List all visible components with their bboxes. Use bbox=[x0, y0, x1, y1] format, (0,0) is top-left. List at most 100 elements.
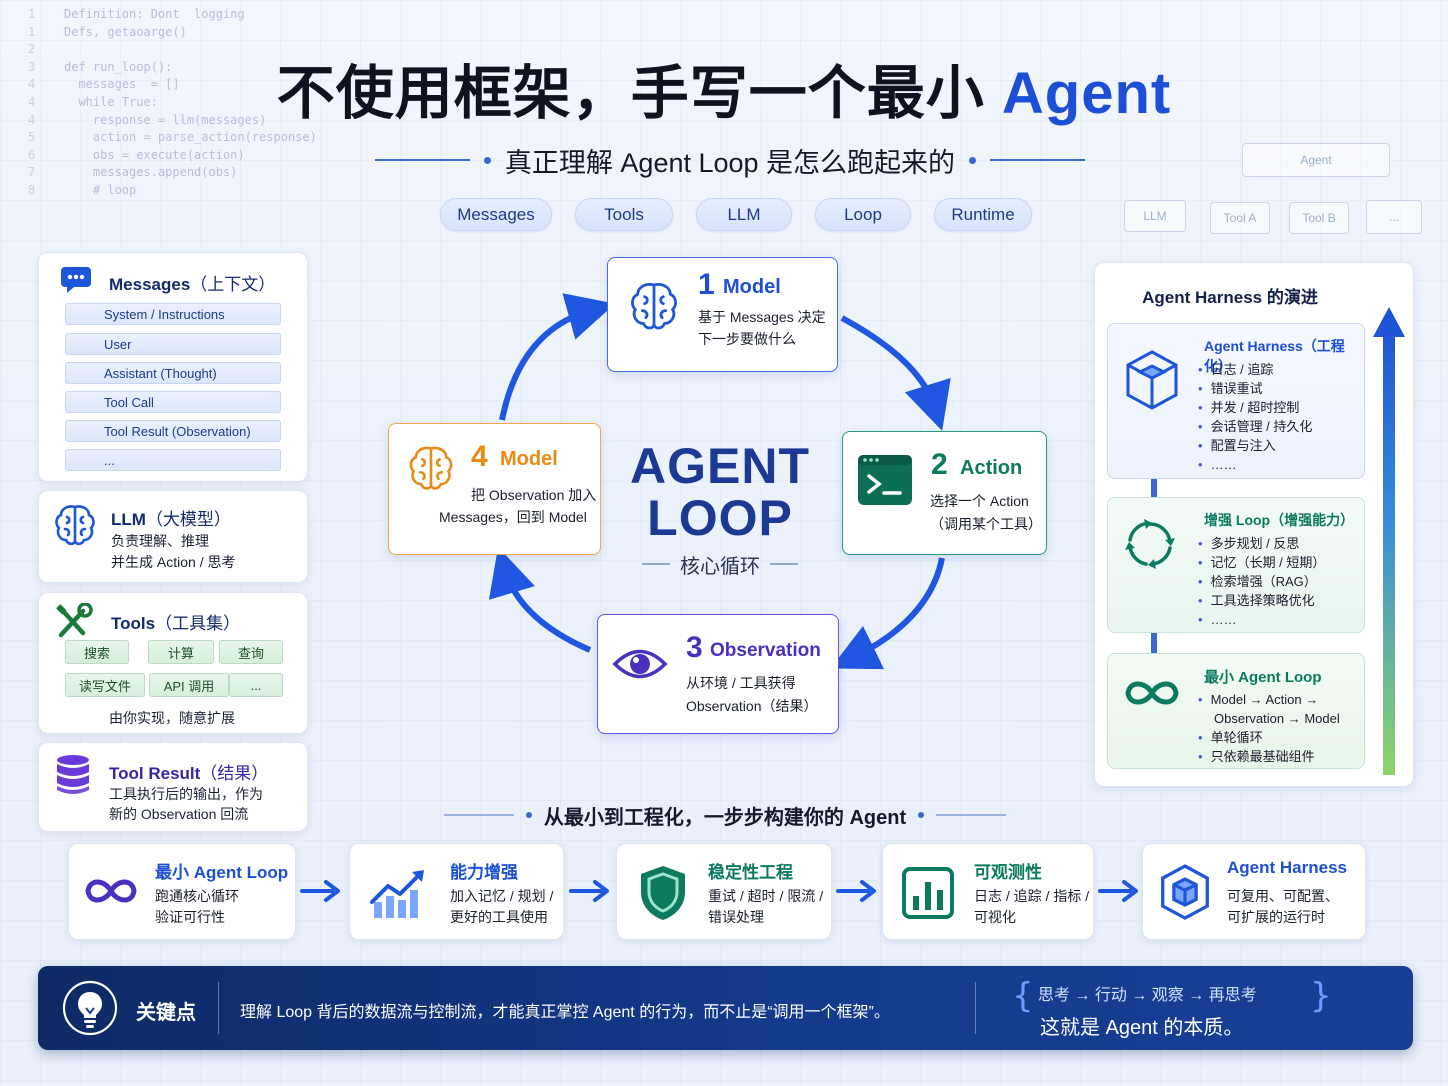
flow-card-observability-title: 可观测性 bbox=[974, 863, 1042, 882]
infinity-icon bbox=[85, 879, 137, 903]
flow-line-right bbox=[936, 814, 1007, 816]
harness-item: 并发 / 超时控制 bbox=[1198, 398, 1312, 417]
message-item-tool-result: Tool Result (Observation) bbox=[65, 420, 281, 442]
shield-icon bbox=[641, 866, 685, 920]
tool-result-desc-2: 新的 Observation 回流 bbox=[109, 806, 249, 822]
footer-brace-left: { bbox=[1012, 976, 1034, 1016]
code-line: 4 messages = [] bbox=[28, 77, 180, 92]
harness-item: 检索增强（RAG） bbox=[1198, 572, 1325, 591]
subtitle-line-right bbox=[990, 159, 1086, 161]
ghost-agent-box: Agent bbox=[1242, 143, 1390, 177]
flow-card-minimal-title: 最小 Agent Loop bbox=[155, 863, 289, 882]
page-title: 不使用框架，手写一个最小 Agent bbox=[0, 46, 1448, 130]
topic-chips: Messages Tools LLM Loop Runtime bbox=[440, 198, 1032, 231]
tool-result-title: Tool Result（结果） bbox=[109, 764, 269, 783]
title-main: 不使用框架，手写一个最小 bbox=[276, 61, 1002, 126]
loop-step-2-num: 2 bbox=[931, 448, 948, 481]
chip-runtime[interactable]: Runtime bbox=[934, 198, 1032, 231]
llm-card: LLM（大模型） 负责理解、推理 并生成 Action / 思考 bbox=[38, 490, 308, 583]
flow-card-harness: Agent Harness 可复用、可配置、 可扩展的运行时 bbox=[1142, 843, 1366, 940]
message-item-tool-call: Tool Call bbox=[65, 391, 281, 413]
harness-evolution-panel: Agent Harness 的演进 Agent Harness（工程化） 日志 … bbox=[1094, 262, 1414, 787]
code-line: 7 messages.append(obs) bbox=[28, 165, 238, 180]
subtitle-row: 真正理解 Agent Loop 是怎么跑起来的 bbox=[360, 140, 1100, 180]
brain-icon bbox=[631, 283, 677, 330]
loop-step-4-name: Model bbox=[500, 448, 558, 470]
harness-item: …… bbox=[1198, 455, 1312, 474]
chip-tools[interactable]: Tools bbox=[575, 198, 673, 231]
harness-box-minimal-title: 最小 Agent Loop bbox=[1204, 669, 1322, 686]
loop-step-2-card: 2 Action 选择一个 Action （调用某个工具） bbox=[842, 431, 1047, 555]
footer-key-label: 关键点 bbox=[136, 1002, 196, 1024]
llm-desc-2: 并生成 Action / 思考 bbox=[111, 554, 236, 570]
harness-item: 单轮循环 bbox=[1198, 728, 1340, 747]
code-line: 4 response = llm(messages) bbox=[28, 112, 267, 127]
flow-card-observability: 可观测性 日志 / 追踪 / 指标 / 可视化 bbox=[882, 843, 1094, 940]
harness-box-minimal: 最小 Agent Loop Model → Action → Observati… bbox=[1107, 653, 1365, 769]
infinity-icon bbox=[1125, 681, 1179, 705]
flow-card-stability-desc-2: 错误处理 bbox=[708, 909, 764, 925]
flow-card-observability-desc-1: 日志 / 追踪 / 指标 / bbox=[974, 888, 1090, 904]
subtitle-dot-right bbox=[969, 156, 977, 164]
cycle-arrows-icon bbox=[1125, 519, 1175, 569]
wrench-screwdriver-icon bbox=[56, 603, 93, 638]
flow-card-capability-desc-2: 更好的工具使用 bbox=[450, 909, 548, 925]
tool-result-card: Tool Result（结果） 工具执行后的输出，作为 新的 Observati… bbox=[38, 742, 308, 832]
subtitle-line-left bbox=[374, 159, 470, 161]
flow-dot-right bbox=[918, 812, 925, 818]
flow-card-minimal-desc-1: 跑通核心循环 bbox=[155, 888, 239, 904]
growth-chart-icon bbox=[370, 870, 424, 918]
code-line: 6 obs = execute(action) bbox=[28, 147, 245, 162]
code-line: 8 # loop bbox=[28, 182, 137, 197]
cube-icon bbox=[1161, 864, 1209, 920]
flow-card-harness-desc-2: 可扩展的运行时 bbox=[1227, 909, 1325, 925]
flow-card-harness-title: Agent Harness bbox=[1227, 858, 1347, 877]
chip-messages[interactable]: Messages bbox=[440, 198, 552, 231]
harness-box-engineering-list: 日志 / 追踪 错误重试 并发 / 超时控制 会话管理 / 持久化 配置与注入 … bbox=[1198, 360, 1313, 474]
footer-banner: 关键点 理解 Loop 背后的数据流与控制流，才能真正掌控 Agent 的行为，… bbox=[38, 966, 1413, 1050]
footer-divider-1 bbox=[218, 982, 219, 1034]
ghost-tool-b-box: Tool B bbox=[1289, 202, 1349, 234]
loop-step-2-name: Action bbox=[960, 457, 1023, 479]
lightbulb-icon bbox=[62, 980, 118, 1036]
loop-step-1-desc-2: 下一步要做什么 bbox=[698, 331, 796, 347]
tools-card: Tools（工具集） 搜索 计算 查询 读写文件 API 调用 ... 由你实现… bbox=[38, 592, 308, 734]
footer-key-text: 理解 Loop 背后的数据流与控制流，才能真正掌控 Agent 的行为，而不止是… bbox=[240, 1004, 890, 1021]
eye-icon bbox=[612, 649, 668, 679]
flow-card-harness-desc-1: 可复用、可配置、 bbox=[1227, 888, 1339, 904]
message-item-system: System / Instructions bbox=[65, 303, 281, 325]
tool-chip-calc: 计算 bbox=[148, 640, 214, 664]
tool-chip-query: 查询 bbox=[219, 640, 283, 664]
bar-chart-icon bbox=[902, 867, 954, 919]
flow-card-capability-desc-1: 加入记忆 / 规划 / bbox=[450, 888, 554, 904]
llm-desc-1: 负责理解、推理 bbox=[111, 533, 209, 549]
harness-item: 记忆（长期 / 短期） bbox=[1198, 553, 1326, 572]
loop-arrow-paths bbox=[488, 293, 951, 670]
chip-loop[interactable]: Loop bbox=[815, 198, 911, 231]
flow-arrow-2 bbox=[569, 880, 609, 902]
flow-card-stability: 稳定性工程 重试 / 超时 / 限流 / 错误处理 bbox=[616, 843, 832, 940]
harness-item: 只依赖最基础组件 bbox=[1198, 747, 1340, 766]
loop-step-4-desc-2: Messages，回到 Model bbox=[439, 509, 587, 525]
flow-dot-left bbox=[525, 812, 532, 818]
loop-step-3-name: Observation bbox=[710, 640, 821, 661]
flow-card-minimal-desc-2: 验证可行性 bbox=[155, 909, 225, 925]
harness-item: 工具选择策略优化 bbox=[1198, 591, 1325, 610]
harness-item: Model → Action → bbox=[1198, 690, 1340, 709]
flow-card-capability-title: 能力增强 bbox=[450, 863, 518, 882]
llm-title: LLM（大模型） bbox=[111, 510, 231, 529]
flow-arrow-1 bbox=[300, 880, 340, 902]
loop-step-3-desc-1: 从环境 / 工具获得 bbox=[686, 675, 796, 691]
harness-box-enhanced-title: 增强 Loop（增强能力） bbox=[1204, 512, 1355, 528]
harness-box-enhanced: 增强 Loop（增强能力） 多步规划 / 反思 记忆（长期 / 短期） 检索增强… bbox=[1107, 497, 1365, 633]
tool-chip-search: 搜索 bbox=[65, 640, 129, 664]
database-icon bbox=[57, 755, 89, 794]
chip-llm[interactable]: LLM bbox=[696, 198, 792, 231]
harness-evolution-title: Agent Harness 的演进 bbox=[1142, 288, 1318, 307]
flow-line-left bbox=[443, 814, 514, 816]
flow-heading-row: 从最小到工程化，一步步构建你的 Agent bbox=[400, 800, 1050, 830]
terminal-icon bbox=[858, 455, 912, 505]
